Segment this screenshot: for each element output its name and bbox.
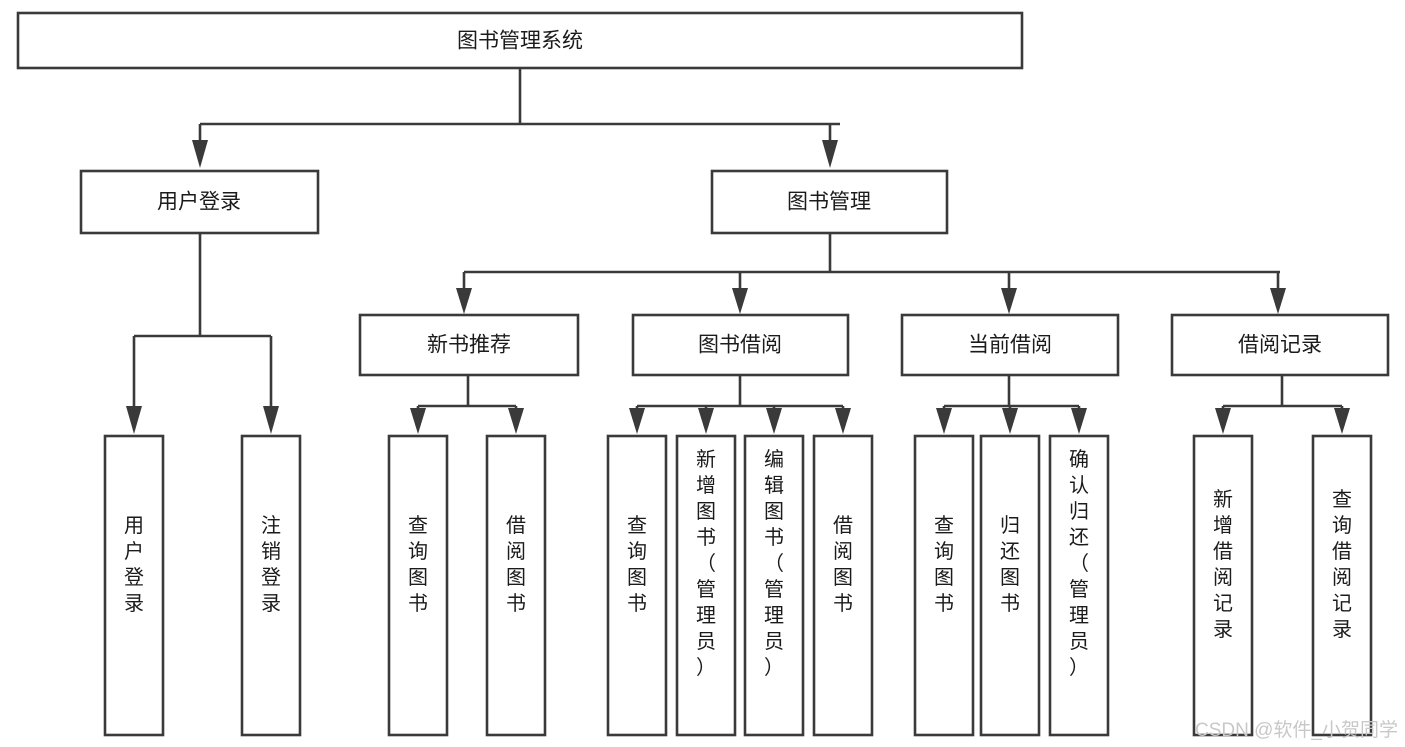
node-add-book-admin[interactable]: 新增图书（管理员）	[675, 434, 737, 737]
node-query-book-1[interactable]: 查询图书	[387, 434, 449, 737]
node-query-book-3[interactable]: 查询图书	[913, 434, 975, 737]
node-add-book-admin-label: 新增图书（管理员）	[696, 448, 716, 679]
node-return-book[interactable]: 归还图书	[979, 434, 1041, 737]
arrowhead-confirm-return	[1071, 408, 1087, 434]
connector-group-borrow-record	[1215, 375, 1350, 434]
node-borrow-book-1-label: 借阅图书	[506, 514, 526, 615]
node-book-management[interactable]: 图书管理	[710, 169, 949, 235]
node-borrow-record-box[interactable]	[1170, 313, 1390, 377]
node-borrow-record-label: 借阅记录	[1238, 334, 1322, 357]
node-return-book-label: 归还图书	[1000, 514, 1020, 615]
connector-group-current-borrow	[936, 375, 1087, 434]
arrowhead-query-borrow-record	[1334, 408, 1350, 434]
node-book-borrow-label: 图书借阅	[698, 334, 782, 357]
node-query-borrow-record-box[interactable]	[1311, 434, 1373, 737]
node-user-login-leaf-label: 用户登录	[124, 515, 144, 615]
arrowhead-current-borrow	[1001, 288, 1017, 314]
node-add-borrow-record-label: 新增借阅记录	[1213, 488, 1233, 641]
node-borrow-book-2-label: 借阅图书	[833, 514, 853, 615]
node-borrow-book-2[interactable]: 借阅图书	[812, 434, 874, 737]
arrowhead-query-book-2	[629, 408, 645, 434]
node-new-book-recommend-label: 新书推荐	[427, 334, 511, 357]
node-query-book-3-label: 查询图书	[934, 514, 954, 615]
node-root-system-label: 图书管理系统	[457, 30, 583, 53]
node-logout-leaf-label: 注销登录	[261, 514, 281, 615]
node-book-borrow-box[interactable]	[631, 313, 850, 377]
node-edit-book-admin-box[interactable]	[743, 434, 805, 737]
node-query-book-1-label: 查询图书	[408, 514, 428, 615]
node-user-login-leaf[interactable]: 用户登录	[103, 434, 165, 737]
node-user-login-box[interactable]	[79, 169, 320, 235]
node-book-management-box[interactable]	[710, 169, 949, 235]
arrowhead-query-book-3	[936, 408, 952, 434]
connector-group-book-mgmt	[456, 233, 1286, 314]
node-add-book-admin-box[interactable]	[675, 434, 737, 737]
node-query-book-2-label: 查询图书	[627, 514, 647, 615]
node-user-login[interactable]: 用户登录	[79, 169, 320, 235]
arrowhead-borrow-record	[1270, 288, 1286, 314]
connector-group-user-login	[126, 233, 279, 434]
node-root-system[interactable]: 图书管理系统	[16, 11, 1024, 70]
node-query-book-3-box[interactable]	[913, 434, 975, 737]
node-borrow-book-1[interactable]: 借阅图书	[485, 434, 547, 737]
node-confirm-return-admin-label: 确认归还（管理员）	[1069, 448, 1089, 679]
node-new-book-recommend-box[interactable]	[358, 313, 580, 377]
node-query-book-2-box[interactable]	[606, 434, 668, 737]
node-root-system-box[interactable]	[16, 11, 1024, 70]
arrowhead-borrow-book-1	[508, 408, 524, 434]
node-borrow-book-2-box[interactable]	[812, 434, 874, 737]
arrowhead-edit-book-admin	[766, 408, 782, 434]
arrowhead-add-borrow-record	[1215, 408, 1231, 434]
connector-group-root	[192, 68, 840, 168]
node-confirm-return-admin[interactable]: 确认归还（管理员）	[1048, 434, 1110, 737]
node-book-management-label: 图书管理	[787, 191, 871, 214]
connector-group-new-book-recommend	[410, 375, 524, 434]
arrowhead-add-book-admin	[698, 408, 714, 434]
node-borrow-record[interactable]: 借阅记录	[1170, 313, 1390, 377]
arrowhead-user-login	[192, 140, 208, 168]
node-query-borrow-record[interactable]: 查询借阅记录	[1311, 434, 1373, 737]
node-query-book-1-box[interactable]	[387, 434, 449, 737]
node-book-borrow[interactable]: 图书借阅	[631, 313, 850, 377]
arrowhead-query-book-1	[410, 408, 426, 434]
arrowhead-logout-leaf	[263, 406, 279, 434]
node-add-borrow-record[interactable]: 新增借阅记录	[1192, 434, 1254, 737]
node-current-borrow[interactable]: 当前借阅	[900, 313, 1120, 377]
arrowhead-borrow-book-2	[835, 408, 851, 434]
node-add-borrow-record-box[interactable]	[1192, 434, 1254, 737]
node-return-book-box[interactable]	[979, 434, 1041, 737]
arrowhead-book-mgmt	[822, 140, 838, 168]
connector-group-book-borrow	[629, 375, 851, 434]
watermark-label: CSDN @软件_小贺同学	[1195, 719, 1398, 741]
arrowhead-user-login-leaf	[126, 406, 142, 434]
node-confirm-return-admin-box[interactable]	[1048, 434, 1110, 737]
node-query-borrow-record-label: 查询借阅记录	[1332, 488, 1352, 641]
arrowhead-return-book	[1002, 408, 1018, 434]
node-query-book-2[interactable]: 查询图书	[606, 434, 668, 737]
node-user-login-leaf-box[interactable]	[103, 434, 165, 737]
node-borrow-book-1-box[interactable]	[485, 434, 547, 737]
node-new-book-recommend[interactable]: 新书推荐	[358, 313, 580, 377]
node-current-borrow-box[interactable]	[900, 313, 1120, 377]
node-user-login-label: 用户登录	[157, 191, 241, 214]
node-logout-leaf[interactable]: 注销登录	[240, 434, 302, 737]
node-edit-book-admin-label: 编辑图书（管理员）	[764, 448, 784, 679]
node-edit-book-admin[interactable]: 编辑图书（管理员）	[743, 434, 805, 737]
arrowhead-book-borrow	[732, 288, 748, 314]
arrowhead-new-book-recommend	[456, 288, 472, 314]
node-current-borrow-label: 当前借阅	[968, 334, 1052, 357]
node-logout-leaf-box[interactable]	[240, 434, 302, 737]
